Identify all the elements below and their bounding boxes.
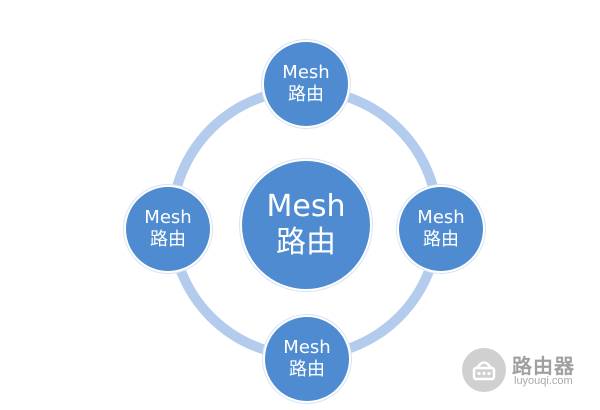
mesh-node-bottom: Mesh 路由	[263, 315, 351, 403]
watermark-subtitle: luyouqi.com	[514, 375, 573, 387]
watermark-router-icon	[462, 348, 506, 392]
mesh-node-left-sublabel: 路由	[150, 229, 186, 250]
mesh-node-top: Mesh 路由	[262, 40, 350, 128]
mesh-node-right: Mesh 路由	[397, 185, 485, 273]
mesh-node-bottom-label: Mesh	[283, 336, 331, 358]
mesh-node-bottom-sublabel: 路由	[289, 359, 325, 380]
mesh-node-center-sublabel: 路由	[276, 225, 336, 260]
mesh-node-top-label: Mesh	[282, 61, 330, 83]
mesh-node-top-sublabel: 路由	[288, 84, 324, 105]
mesh-node-center: Mesh 路由	[240, 159, 372, 291]
watermark: 路由器 luyouqi.com	[462, 348, 592, 392]
mesh-node-left: Mesh 路由	[124, 185, 212, 273]
mesh-node-right-sublabel: 路由	[423, 229, 459, 250]
watermark-title: 路由器	[512, 354, 575, 378]
mesh-node-center-label: Mesh	[266, 189, 346, 224]
mesh-node-left-label: Mesh	[144, 206, 192, 228]
mesh-node-right-label: Mesh	[417, 206, 465, 228]
